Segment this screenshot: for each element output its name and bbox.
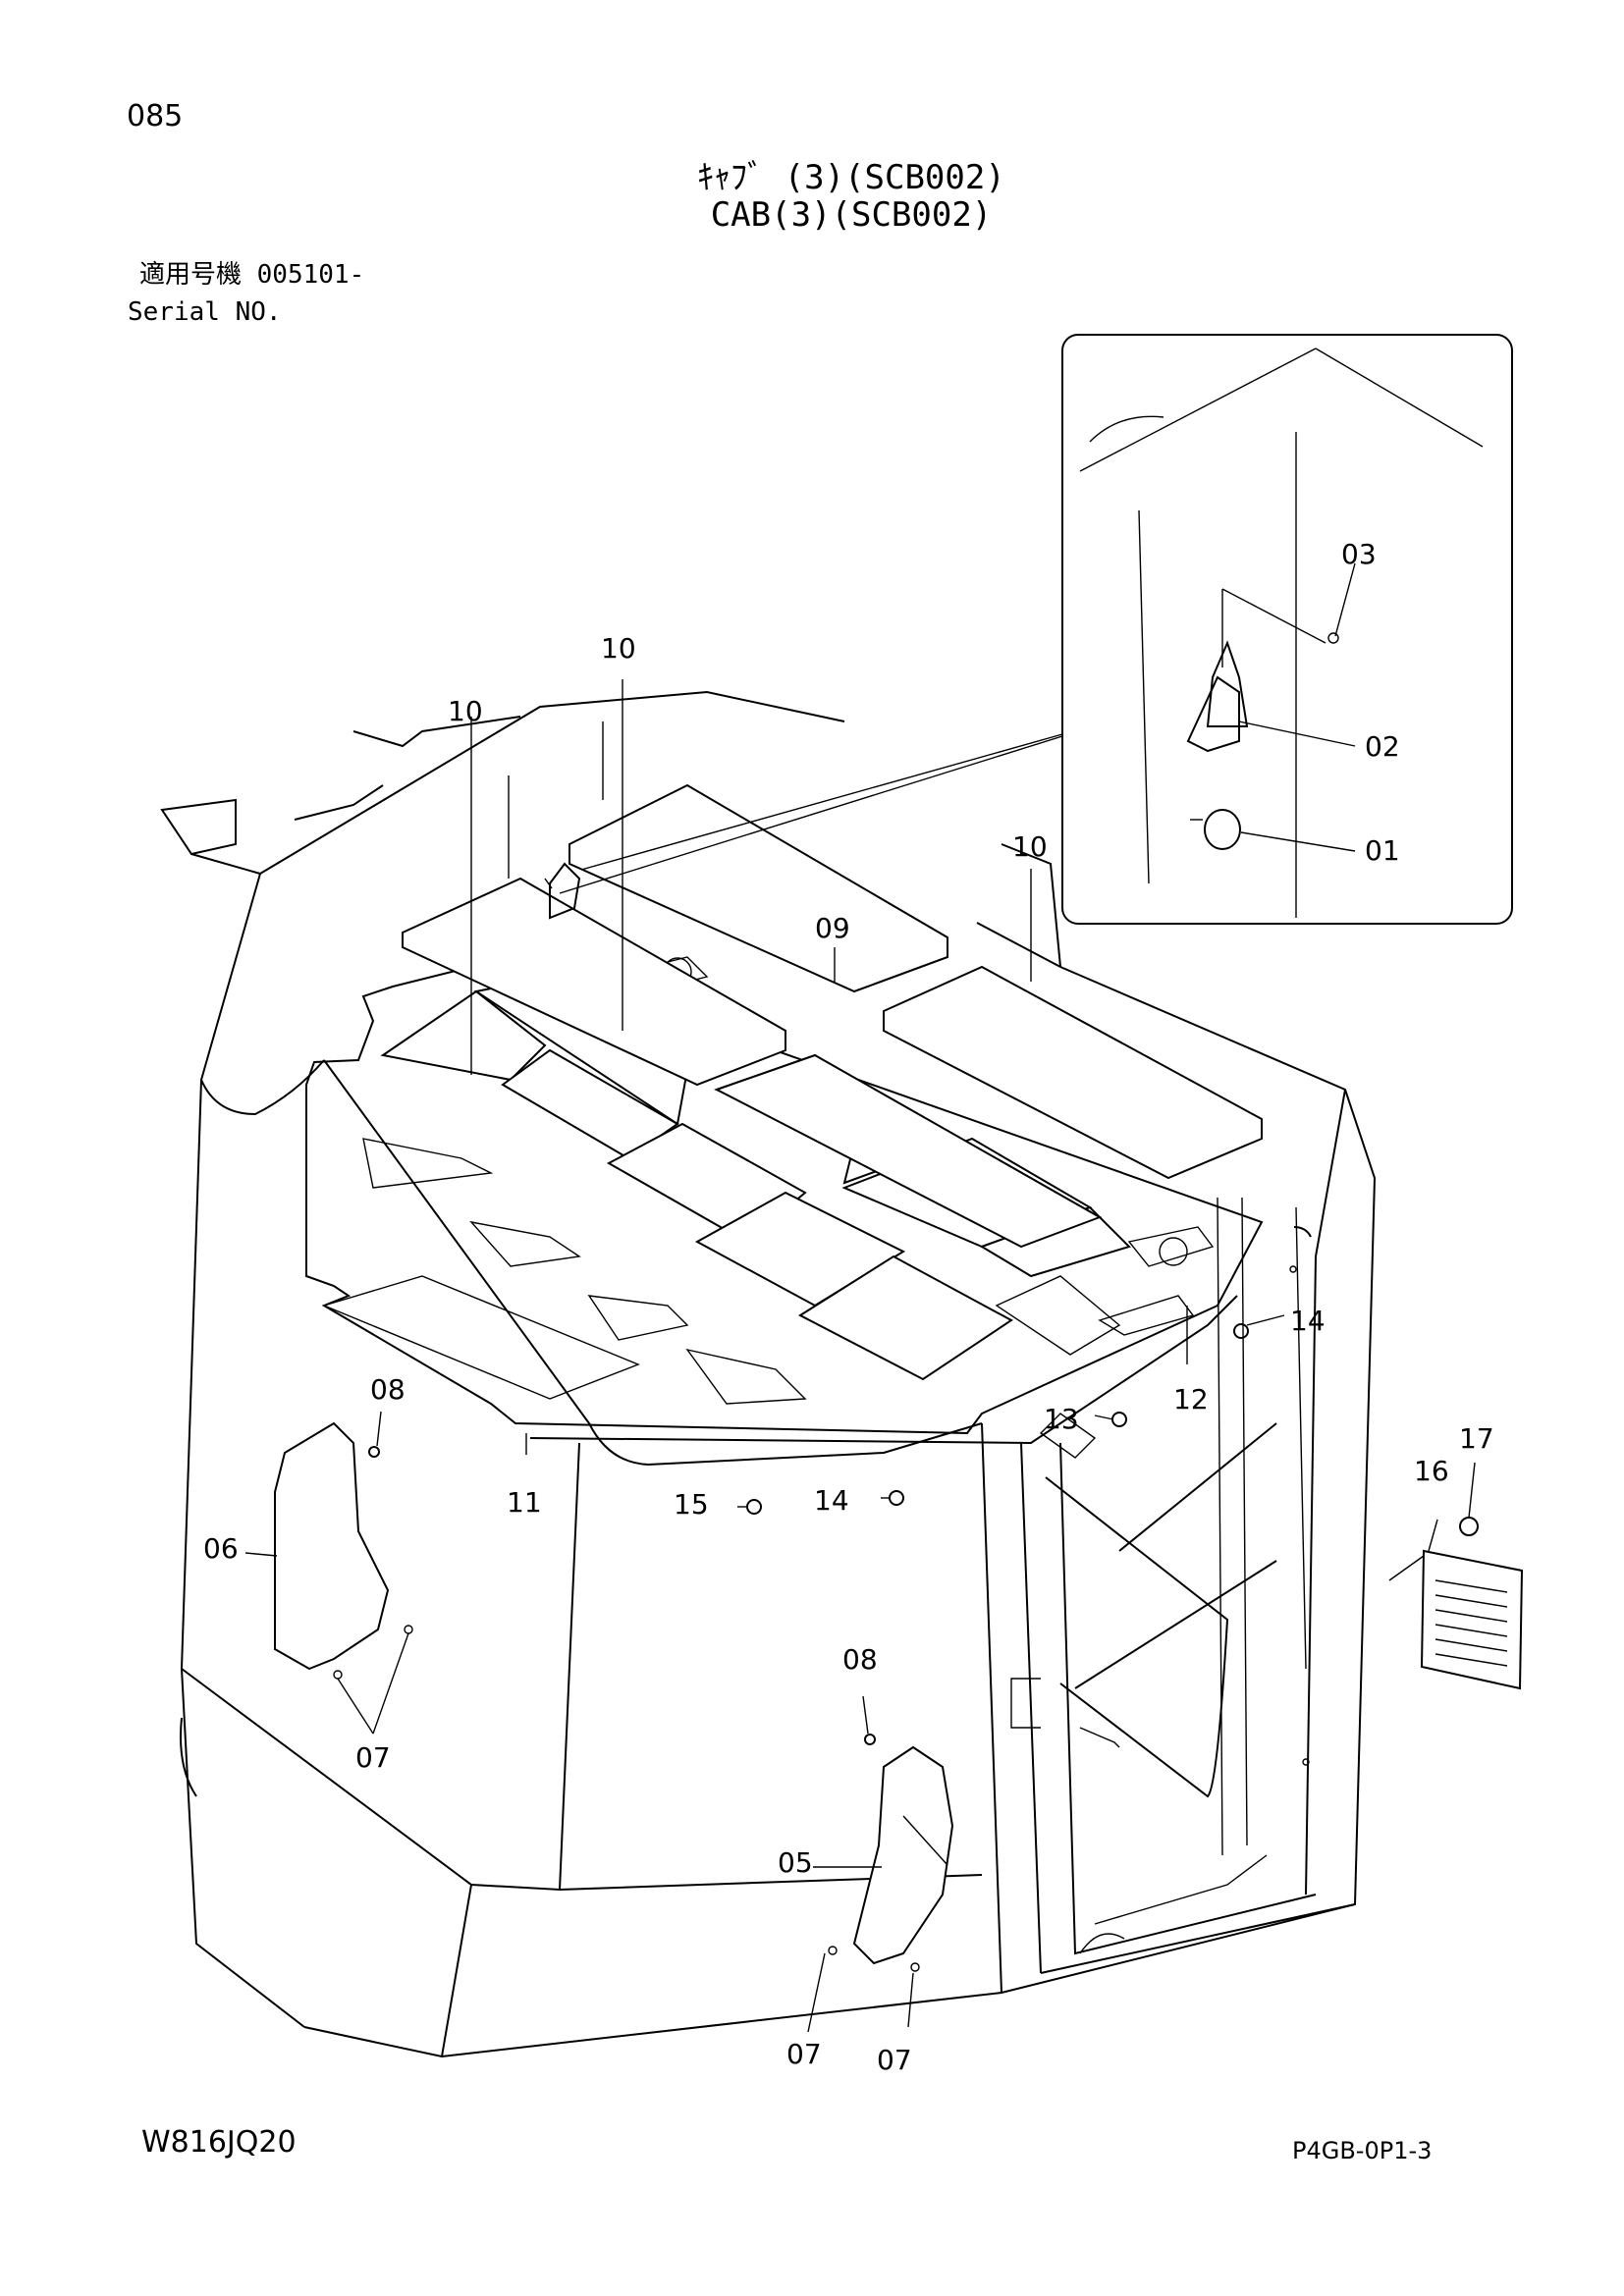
callout-10-right: 10 (1012, 830, 1048, 863)
pillar-trims (274, 1421, 954, 1965)
callout-07-left: 07 (355, 1741, 391, 1774)
cab-body-outline (160, 690, 1377, 2058)
callout-12: 12 (1173, 1383, 1209, 1415)
callout-labels: 03 02 01 10 10 10 09 14 12 13 08 11 15 1… (203, 538, 1494, 2076)
callout-14-center: 14 (814, 1484, 849, 1517)
callout-14-right: 14 (1290, 1305, 1326, 1337)
callout-10-left: 10 (448, 695, 483, 727)
leader-lines (244, 562, 1476, 2033)
callout-13: 13 (1044, 1403, 1079, 1435)
serial-range-label-english: Serial NO. (128, 297, 282, 327)
callout-03: 03 (1341, 538, 1377, 570)
serial-range-label-japanese: 適用号機 005101- (139, 260, 365, 290)
callout-16: 16 (1414, 1455, 1449, 1487)
callout-15: 15 (674, 1488, 709, 1521)
callout-07-right: 07 (877, 2044, 912, 2076)
callout-07-center: 07 (786, 2038, 822, 2070)
page-number: 085 (127, 99, 184, 133)
callout-11: 11 (507, 1486, 542, 1519)
callout-06: 06 (203, 1532, 239, 1565)
page-title-english: CAB(3)(SCB002) (710, 195, 993, 235)
drawing-code: W816JQ20 (141, 2125, 297, 2160)
callout-01: 01 (1365, 834, 1400, 867)
page-title-japanese: ｷｬﾌﾞ (3)(SCB002) (697, 158, 1005, 197)
callout-02: 02 (1365, 730, 1400, 763)
callout-17: 17 (1459, 1422, 1494, 1455)
callout-05: 05 (778, 1846, 813, 1879)
callout-10-top: 10 (601, 632, 636, 665)
insulation-mats (402, 783, 1263, 1249)
sheet-code: P4GB-0P1-3 (1292, 2137, 1433, 2164)
detail-inset (1061, 334, 1513, 925)
vent-grille (1420, 1517, 1524, 1690)
callout-08-right: 08 (842, 1643, 878, 1676)
callout-09: 09 (815, 912, 850, 944)
lever-bracket (544, 862, 581, 920)
callout-08-left: 08 (370, 1373, 406, 1406)
